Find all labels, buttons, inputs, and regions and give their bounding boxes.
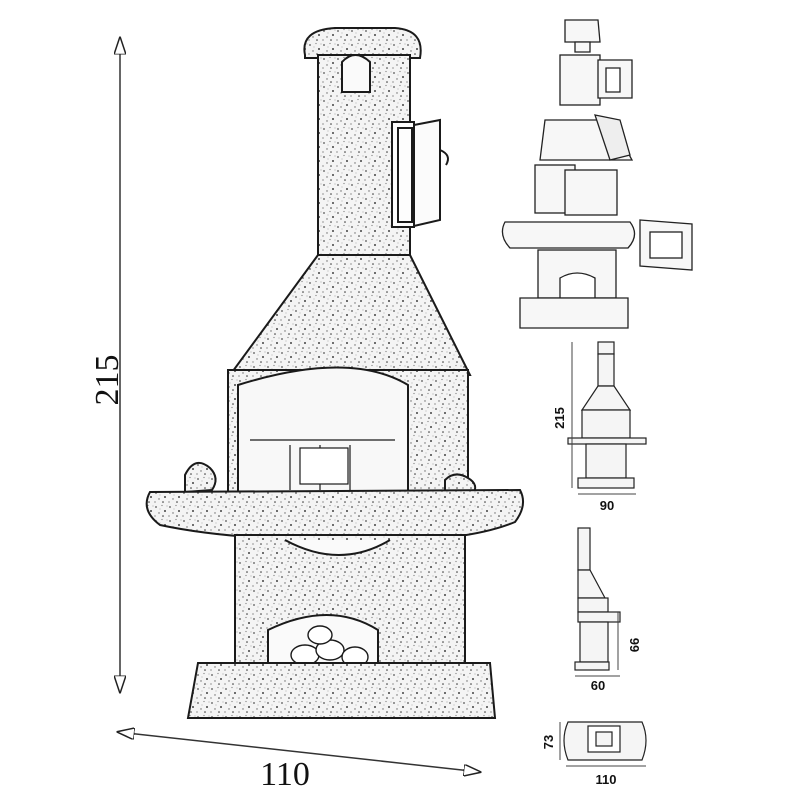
bbq-grill-main-view [145,27,525,719]
firebox-opening [237,366,409,493]
top-height-label: 73 [541,735,556,749]
hood [228,254,472,376]
top-view-dimensions [559,722,646,767]
front-height-label: 215 [552,407,567,429]
main-width-label: 110 [260,756,310,793]
counter-slab [145,488,525,542]
main-height-dimension: 215 [89,38,126,692]
main-height-label: 215 [89,355,126,406]
main-width-dimension: 110 [118,732,480,793]
chimney-opening [341,54,371,93]
plinth [186,662,497,719]
front-view-dimensions [571,342,636,495]
chimney-cap [303,27,422,59]
base-arch [284,539,391,556]
front-width-label: 90 [600,498,614,513]
front-view [567,341,647,489]
grill-grate [250,439,395,490]
top-view [563,721,647,761]
side-view-dimensions [575,612,620,677]
side-view [574,527,621,671]
top-width-label: 110 [596,772,617,787]
chimney-door [391,118,449,228]
counter-decoration-left [184,461,217,494]
side-height-label: 66 [627,638,642,652]
exploded-view [501,19,693,329]
side-width-label: 60 [591,678,605,693]
